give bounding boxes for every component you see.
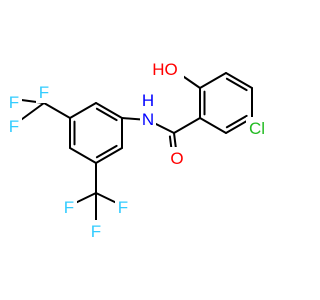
- fluorine-label: F: [9, 117, 19, 136]
- hydroxyl-label: HO: [152, 60, 178, 79]
- hydroxyl-atom: HO: [146, 58, 184, 80]
- bond: [225, 72, 253, 89]
- chlorine-atom: Cl: [246, 117, 268, 139]
- bond: [95, 107, 118, 122]
- lower-trifluoromethyl-group: F F F: [61, 196, 131, 242]
- bond: [173, 117, 201, 134]
- bond: [95, 102, 123, 119]
- bond: [199, 117, 227, 134]
- bond: [95, 144, 118, 159]
- bond: [95, 147, 123, 164]
- molecule-structure: HO H N O Cl F F F: [6, 58, 268, 242]
- bond: [69, 102, 97, 119]
- fluorine-label: F: [91, 222, 101, 241]
- atom-label-layer: HO H N O Cl F F F: [6, 58, 268, 242]
- fluorine-label: F: [118, 198, 128, 217]
- bond: [225, 114, 248, 129]
- carbonyl-o-label: O: [170, 149, 183, 168]
- amide-nitrogen-atom: H N: [139, 91, 157, 133]
- carbonyl-oxygen-atom: O: [168, 147, 186, 169]
- chloro-label: Cl: [249, 119, 265, 138]
- bond: [43, 102, 71, 119]
- fluorine-label: F: [39, 83, 49, 102]
- upper-trifluoromethyl-group: F F F: [6, 81, 52, 137]
- fluorine-label: F: [64, 198, 74, 217]
- bond: [225, 77, 248, 92]
- amide-h-label: H: [142, 91, 154, 110]
- bond: [199, 72, 227, 89]
- amide-n-label: N: [142, 110, 154, 129]
- fluorine-label: F: [9, 93, 19, 112]
- bond: [69, 147, 97, 164]
